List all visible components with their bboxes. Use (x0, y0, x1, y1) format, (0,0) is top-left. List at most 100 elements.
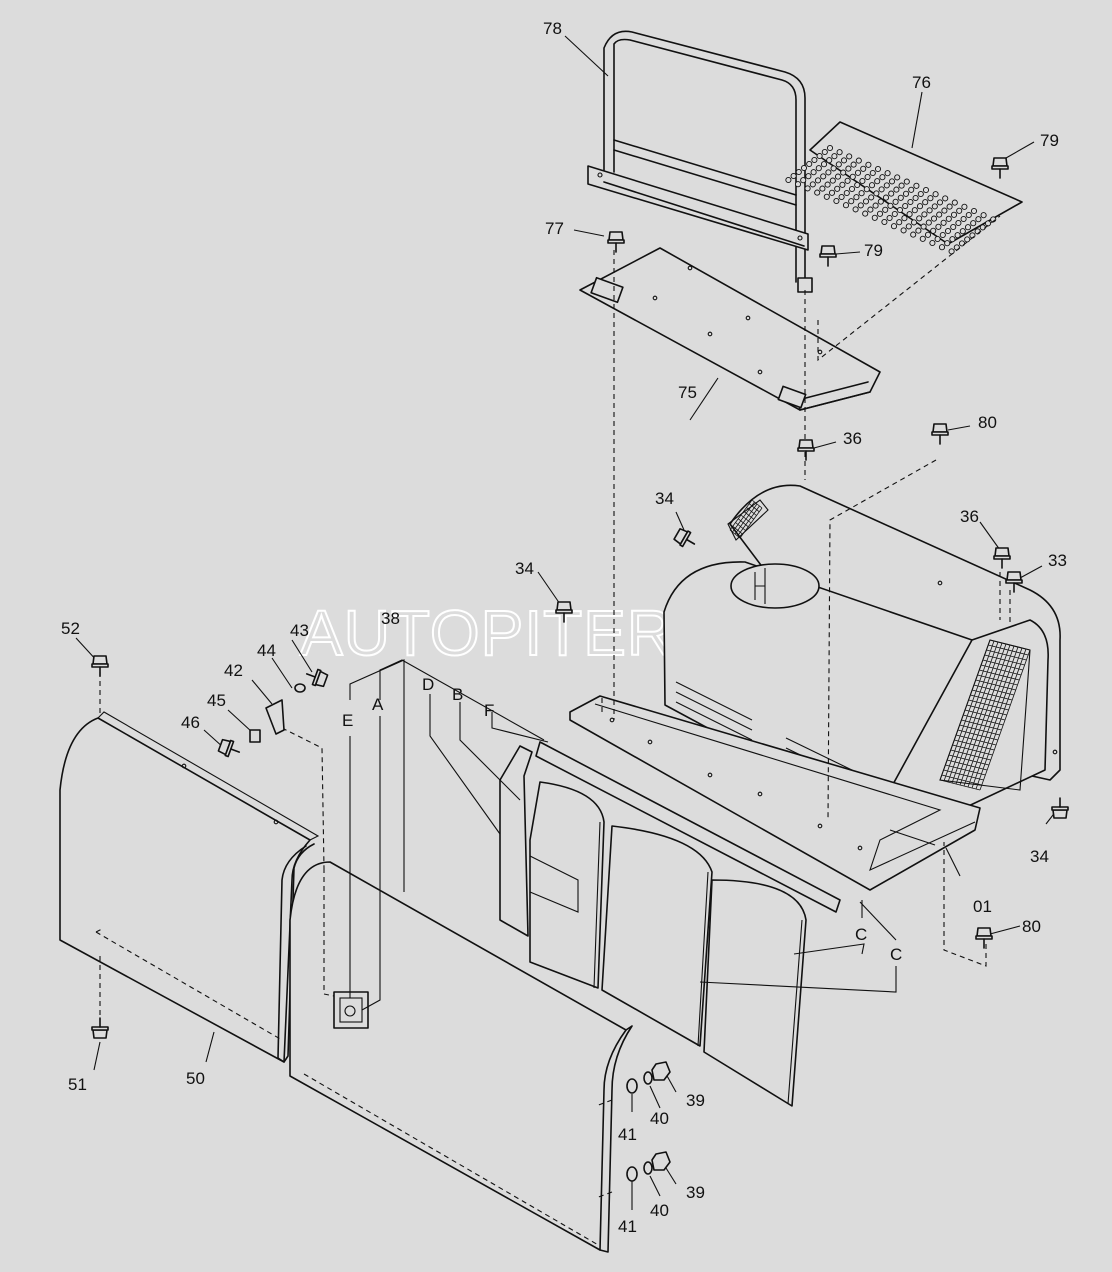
callout-75: 75 (678, 383, 697, 402)
grille-line (981, 664, 1022, 676)
perforation-hole (898, 182, 905, 189)
callout-52: 52 (61, 619, 80, 638)
hex-flange-bolt-icon (555, 601, 573, 623)
callout-78: 78 (543, 19, 562, 38)
perforation-hole (854, 181, 861, 189)
washer-icon (643, 1071, 653, 1085)
perforation-hole (860, 165, 867, 172)
perforation-hole (882, 194, 890, 201)
hex-flange-bolt-icon (1051, 797, 1069, 819)
hex-flange-bolt-icon (91, 1017, 109, 1039)
perforation-hole (800, 177, 807, 184)
grille-line (945, 764, 986, 776)
grille-line (970, 694, 1011, 706)
perforation-hole (901, 215, 908, 222)
perforation-hole (835, 161, 842, 168)
callout-80: 80 (978, 413, 997, 432)
perforation-hole (848, 198, 855, 205)
grille-line (941, 774, 982, 786)
callout-labels: 78 76 79 77 79 75 36 80 34 36 33 34 38 5… (61, 19, 1067, 1236)
perforation-hole (838, 193, 845, 201)
perforation-hole (907, 198, 914, 206)
perforation-hole (944, 240, 951, 247)
perforation-hole (919, 235, 926, 242)
perforation-hole (936, 211, 943, 218)
perforation-hole (949, 236, 956, 243)
perforation-hole (902, 202, 909, 210)
grille-line (954, 739, 995, 751)
perforation-hole (854, 169, 862, 176)
perforation-hole (869, 169, 876, 177)
perforation-hole (941, 207, 948, 214)
perforation-hole (873, 190, 880, 197)
hex-flange-bolt-icon (673, 528, 696, 548)
ref-letter-a: A (372, 695, 384, 714)
perforation-hole (910, 219, 918, 226)
ref-letter-e: E (342, 711, 353, 730)
perforation-hole (811, 156, 818, 164)
perforation-hole (902, 190, 910, 197)
perforation-hole (833, 197, 840, 205)
perforation-hole (804, 185, 811, 192)
bracket-42 (265, 699, 285, 735)
callout-41: 41 (618, 1217, 637, 1236)
callout-38: 38 (381, 609, 400, 628)
perforation-hole (826, 157, 833, 164)
side-door-50 (59, 711, 320, 1063)
hex-flange-bolt-icon (931, 423, 949, 445)
callout-50: 50 (186, 1069, 205, 1088)
perforation-hole (921, 211, 928, 218)
grille-line (961, 719, 1002, 731)
grille-line (975, 679, 1016, 691)
perforation-hole (865, 161, 872, 168)
grille-line (982, 659, 1023, 671)
perforation-hole (857, 202, 864, 209)
perforation-hole (950, 223, 957, 231)
perforation-hole (970, 220, 977, 227)
perforation-hole (894, 174, 901, 181)
grille-line (943, 769, 984, 781)
perforation-hole (960, 215, 967, 223)
perforation-hole (840, 169, 847, 176)
callout-46: 46 (181, 713, 200, 732)
perforation-hole (823, 193, 830, 200)
perforation-hole (935, 223, 942, 230)
grille-line (746, 507, 757, 516)
perforation-hole (864, 173, 871, 181)
perforation-hole (834, 173, 842, 180)
perforation-hole (896, 206, 904, 214)
perforation-hole (903, 178, 910, 185)
hex-nut-icon (651, 1061, 671, 1081)
perforation-hole (951, 199, 958, 206)
washer-icon (294, 683, 306, 693)
grille-line (952, 744, 993, 756)
perforation-hole (840, 157, 848, 164)
step-base-75 (579, 247, 881, 411)
perforation-hole (853, 194, 860, 201)
perforation-hole (877, 198, 884, 205)
perforation-hole (862, 210, 869, 217)
perforation-hole (948, 248, 955, 255)
perforation-hole (946, 203, 953, 210)
perforation-hole (878, 186, 885, 193)
perforation-hole (825, 169, 832, 176)
callout-77: 77 (545, 219, 564, 238)
perforation-hole (980, 212, 987, 219)
center-door-panel (289, 861, 633, 1253)
grille-line (988, 644, 1029, 656)
perforation-hole (820, 161, 828, 168)
perforation-hole (882, 206, 889, 213)
clip-45 (249, 729, 261, 743)
grille-line (729, 529, 741, 539)
ref-letter-d: D (422, 675, 434, 694)
perforation-hole (940, 219, 947, 226)
perforation-hole (893, 186, 900, 193)
perforation-hole (965, 211, 972, 219)
grille-line (959, 724, 1000, 736)
perforation-hole (806, 160, 813, 168)
perforation-hole (852, 206, 859, 213)
perforation-hole (868, 182, 876, 189)
perforation-hole (810, 169, 817, 176)
perforation-hole (830, 165, 837, 172)
